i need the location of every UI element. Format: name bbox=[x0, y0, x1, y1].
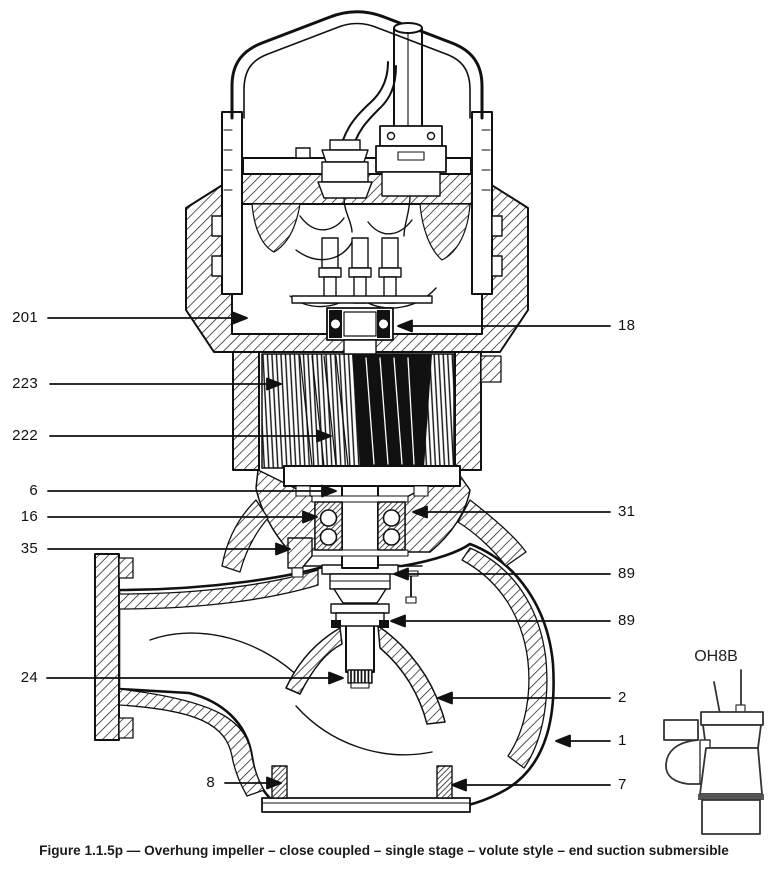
callout-label-201: 201 bbox=[12, 309, 38, 326]
cable-glands bbox=[317, 125, 447, 237]
wear-ring-right bbox=[436, 765, 453, 799]
callout-label-16: 16 bbox=[20, 508, 38, 525]
terminal-studs bbox=[318, 237, 402, 304]
callout-label-18: 18 bbox=[618, 317, 636, 334]
mechanical-seals bbox=[297, 564, 423, 628]
oh8b-pump-icon bbox=[663, 669, 764, 835]
power-cable bbox=[339, 22, 423, 153]
callout-leaders bbox=[46, 311, 611, 792]
seal-gland-bracket bbox=[287, 537, 313, 569]
bearing-upper bbox=[326, 307, 394, 341]
lifting-handle bbox=[230, 10, 484, 120]
suction-flange bbox=[94, 553, 120, 741]
callout-label-2: 2 bbox=[618, 689, 627, 706]
callout-label-6: 6 bbox=[29, 482, 38, 499]
impeller-nut bbox=[347, 669, 373, 684]
callout-label-223: 223 bbox=[12, 375, 38, 392]
pump-type-code: OH8B bbox=[694, 648, 738, 665]
guide-rails bbox=[211, 111, 503, 295]
callout-label-222: 222 bbox=[12, 427, 38, 444]
callout-label-89-lower: 89 bbox=[618, 612, 636, 629]
callout-label-89-upper: 89 bbox=[618, 565, 636, 582]
rotor-core bbox=[352, 354, 432, 468]
callout-label-35: 35 bbox=[20, 540, 38, 557]
callout-label-24: 24 bbox=[20, 669, 38, 686]
callout-label-1: 1 bbox=[618, 732, 627, 749]
callout-label-8: 8 bbox=[206, 774, 215, 791]
callout-label-7: 7 bbox=[618, 776, 627, 793]
motor-stator-section bbox=[232, 351, 502, 497]
figure-caption: Figure 1.1.5p — Overhung impeller – clos… bbox=[39, 843, 729, 858]
callout-label-31: 31 bbox=[618, 503, 636, 520]
